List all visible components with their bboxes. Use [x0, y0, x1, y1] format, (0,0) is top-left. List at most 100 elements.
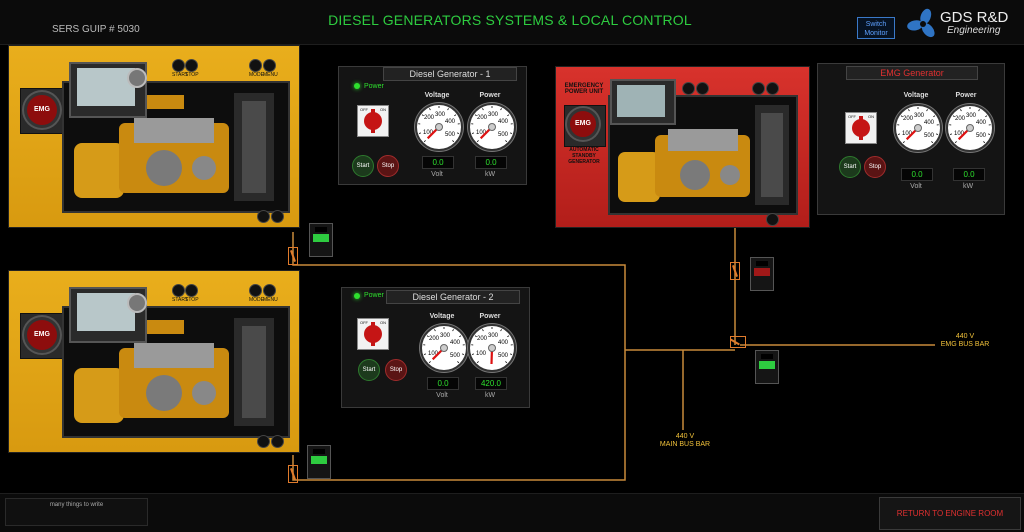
power-led — [354, 293, 360, 299]
gauge-tick — [424, 354, 426, 355]
power-readout: 420.0 — [475, 377, 507, 390]
gauge-hub — [489, 345, 496, 352]
gauge-tick — [472, 354, 474, 355]
controller-screen — [617, 85, 665, 117]
emg-on-off-selector[interactable]: OFF ON — [845, 112, 877, 144]
selector-handle — [859, 116, 863, 140]
emg-gen-menu-button[interactable] — [766, 82, 779, 95]
gen1-mode-button[interactable] — [249, 59, 262, 72]
gen2-bottom-menu-button[interactable] — [271, 435, 284, 448]
emg-stop-button[interactable]: Stop — [864, 156, 886, 178]
gauge-tick — [477, 361, 478, 362]
gauge-tick — [985, 116, 987, 117]
power-unit: kW — [470, 171, 510, 178]
breaker-slot — [313, 449, 325, 454]
breaker-slot — [756, 261, 768, 266]
gauge-tick — [988, 134, 990, 135]
selector-on-label: ON — [380, 320, 386, 325]
dg2-on-off-selector[interactable]: OFF ON — [357, 318, 389, 350]
selector-on-label: ON — [380, 107, 386, 112]
breaker-slot — [761, 354, 773, 359]
gauge-tick-label: 500 — [450, 353, 461, 359]
emg-gen-breaker-switch[interactable] — [730, 262, 740, 280]
gen2-breaker-switch[interactable] — [288, 465, 298, 483]
emg-stop-button[interactable]: EMG — [24, 317, 60, 353]
gen1-menu-button[interactable] — [263, 59, 276, 72]
gen1-start-button[interactable] — [172, 59, 185, 72]
power-gauge-label: Power — [465, 313, 515, 320]
selector-handle — [371, 322, 375, 346]
gauge-tick — [482, 329, 483, 331]
main-bus-label: MAIN BUS BAR — [648, 441, 722, 448]
gauge-tick — [507, 115, 509, 116]
gauge-tick-label: 400 — [450, 340, 461, 346]
dg1-on-off-selector[interactable]: OFF ON — [357, 105, 389, 137]
gauge-tick — [457, 361, 458, 362]
power-readout: 0.0 — [953, 168, 985, 181]
gauge-tick-label: 300 — [435, 112, 446, 118]
gen2-mode-button[interactable] — [249, 284, 262, 297]
gen2-start-button[interactable] — [172, 284, 185, 297]
gen1-stop-button[interactable] — [185, 59, 198, 72]
gen1-bottom-menu-button[interactable] — [271, 210, 284, 223]
gen2-breaker[interactable] — [307, 445, 331, 479]
emg-gen-stop-button[interactable] — [696, 82, 709, 95]
power-label: Power — [364, 292, 384, 299]
emg-start-button[interactable]: Start — [839, 156, 861, 178]
gauge-tick-label: 200 — [903, 116, 914, 122]
gauge-tick — [960, 109, 961, 111]
gen1-breaker-switch[interactable] — [288, 247, 298, 265]
selector-off-label: OFF — [848, 114, 856, 119]
dg2-stop-button[interactable]: Stop — [385, 359, 407, 381]
gauge-tick-label: 200 — [424, 115, 435, 121]
panel-title: Diesel Generator - 2 — [386, 290, 520, 304]
gauge-tick — [434, 329, 435, 331]
dg1-start-button[interactable]: Start — [352, 155, 374, 177]
return-to-engine-room-button[interactable]: RETURN TO ENGINE ROOM — [879, 497, 1021, 530]
footer-bar — [0, 493, 1024, 532]
gauge-tick — [908, 109, 909, 111]
emergency-unit-caption: EMERGENCY POWER UNIT — [562, 83, 606, 95]
standby-generator-caption: AUTOMATIC STANDBY GENERATOR — [562, 147, 606, 165]
power-unit: kW — [948, 183, 988, 190]
bus-tie-switch[interactable] — [730, 336, 746, 348]
gauge-tick-label: 400 — [924, 120, 935, 126]
voltage-readout: 0.0 — [427, 377, 459, 390]
gen2-bottom-mode-button[interactable] — [257, 435, 270, 448]
voltage-unit: Volt — [896, 183, 936, 190]
gauge-tick — [501, 108, 502, 110]
emg-gen-start-button[interactable] — [682, 82, 695, 95]
dg1-stop-button[interactable]: Stop — [377, 155, 399, 177]
gauge-tick — [983, 141, 984, 142]
gauge-tick — [429, 361, 430, 362]
controller-knob-icon — [127, 293, 147, 313]
bus-tie-breaker[interactable] — [755, 350, 779, 384]
emg-gen-breaker[interactable] — [750, 257, 774, 291]
gen1-bottom-mode-button[interactable] — [257, 210, 270, 223]
dg2-control-panel: Diesel Generator - 2 Power OFF ON Start … — [341, 287, 530, 408]
breaker-closed-indicator — [311, 456, 327, 464]
gen2-stop-button[interactable] — [185, 284, 198, 297]
panel-title: Diesel Generator - 1 — [383, 67, 517, 81]
dg2-start-button[interactable]: Start — [358, 359, 380, 381]
gen2-menu-button[interactable] — [263, 284, 276, 297]
emg-control-panel: EMG Generator OFF ON Start Stop Voltage … — [817, 63, 1005, 215]
gauge-tick-label: 500 — [976, 133, 987, 139]
gauge-tick-label: 300 — [440, 333, 451, 339]
gen1-breaker[interactable] — [309, 223, 333, 257]
gauge-tick-label: 300 — [488, 333, 499, 339]
gauge-tick — [419, 133, 421, 134]
emg-gen-bottom-button[interactable] — [766, 213, 779, 226]
emg-stop-button[interactable]: EMG — [24, 92, 60, 128]
emg-gen-mode-button[interactable] — [752, 82, 765, 95]
gauge-tick — [898, 134, 900, 135]
emg-stop-button[interactable]: EMG — [567, 108, 599, 140]
gauge-tick — [510, 133, 512, 134]
gauge-tick — [462, 354, 464, 355]
selector-on-label: ON — [868, 114, 874, 119]
